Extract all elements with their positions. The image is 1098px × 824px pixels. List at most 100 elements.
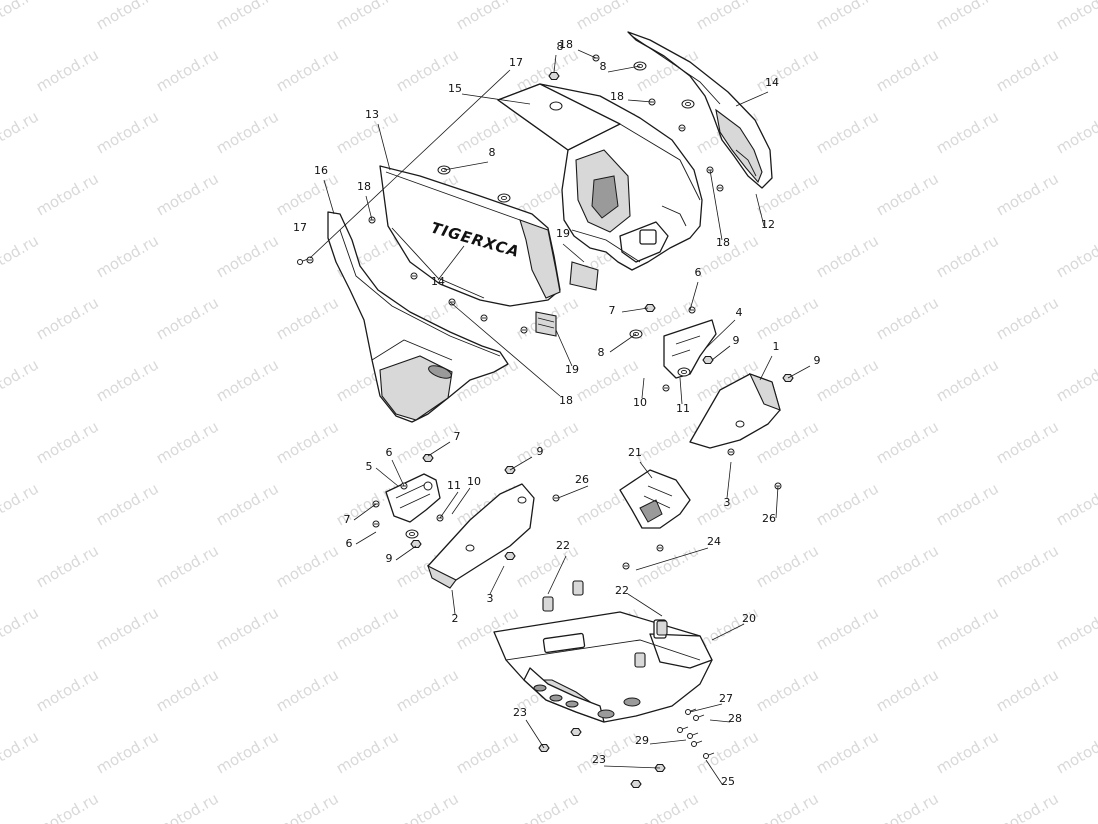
watermark-text: motod.ru (1053, 727, 1098, 777)
watermark-text: motod.ru (453, 107, 522, 157)
watermark-text: motod.ru (33, 541, 102, 591)
watermark-text: motod.ru (873, 665, 942, 715)
watermark-text: motod.ru (393, 665, 462, 715)
spacer-icon (656, 620, 668, 636)
watermark-text: motod.ru (33, 293, 102, 343)
callout-number: 9 (537, 445, 544, 458)
watermark-text: motod.ru (213, 231, 282, 281)
leader-line (557, 485, 589, 499)
leader-line (775, 485, 779, 519)
nut-icon (570, 727, 582, 737)
callout-number: 23 (592, 753, 606, 766)
watermark-text: motod.ru (513, 541, 582, 591)
callout-number: 19 (565, 363, 579, 376)
watermark-text: motod.ru (0, 231, 42, 281)
watermark-text: motod.ru (933, 355, 1002, 405)
watermark-text: motod.ru (693, 0, 762, 33)
leader-line (705, 319, 736, 349)
watermark-text: motod.ru (213, 107, 282, 157)
watermark-text: motod.ru (0, 0, 42, 33)
leader-line (603, 765, 661, 769)
watermark-text: motod.ru (333, 0, 402, 33)
watermark-text: motod.ru (993, 293, 1062, 343)
leader-line (391, 459, 405, 487)
watermark-text: motod.ru (273, 541, 342, 591)
watermark-text: motod.ru (933, 479, 1002, 529)
leader-line (437, 245, 465, 281)
washer-hole (681, 369, 687, 375)
clip-19-upper (569, 261, 599, 291)
leader-line (553, 54, 557, 73)
side-panel-left-upper: TIGERXCA (379, 165, 561, 307)
guard-1 (689, 373, 781, 449)
callout-number: 1 (773, 340, 780, 353)
leader-line (735, 91, 769, 107)
leader-line (395, 545, 417, 561)
leader-line (609, 333, 637, 353)
watermark-text: motod.ru (513, 789, 582, 824)
watermark-text: motod.ru (1053, 355, 1098, 405)
watermark-text: motod.ru (0, 355, 42, 405)
bracket-4 (663, 319, 717, 379)
leader-line (375, 467, 399, 487)
bolt-head (703, 753, 709, 759)
callout-number: 20 (742, 612, 756, 625)
callout-number: 3 (487, 592, 494, 605)
callout-number: 26 (762, 512, 776, 525)
callout-number: 16 (314, 164, 328, 177)
washer-hole (633, 331, 639, 337)
leader-line (679, 377, 683, 405)
watermark-text: motod.ru (0, 727, 42, 777)
washer-hole (637, 63, 643, 69)
watermark-text: motod.ru (693, 727, 762, 777)
nut-icon (504, 551, 516, 561)
bolt-head (687, 733, 693, 739)
callout-number: 14 (765, 76, 779, 89)
leader-line (711, 623, 745, 641)
bolt-head (677, 727, 683, 733)
watermark-text: motod.ru (333, 727, 402, 777)
nut-icon (702, 355, 714, 365)
callout-number: 4 (736, 306, 743, 319)
watermark-text: motod.ru (93, 479, 162, 529)
watermark-text: motod.ru (1053, 0, 1098, 33)
watermark-text: motod.ru (93, 603, 162, 653)
callout-number: 8 (489, 146, 496, 159)
callout-number: 18 (559, 394, 573, 407)
front-cowl (497, 83, 703, 271)
watermark-text: motod.ru (0, 479, 42, 529)
leader-line (443, 161, 489, 171)
watermark-text: motod.ru (0, 107, 42, 157)
watermark-text: motod.ru (753, 541, 822, 591)
callout-number: 28 (728, 712, 742, 725)
callout-number: 7 (609, 304, 616, 317)
leader-line (689, 281, 699, 311)
guard-2 (427, 483, 535, 589)
watermark-text: motod.ru (933, 727, 1002, 777)
watermark-text: motod.ru (873, 169, 942, 219)
watermark-text: motod.ru (213, 603, 282, 653)
leader-line (639, 461, 653, 479)
watermark-text: motod.ru (993, 45, 1062, 95)
watermark-text: motod.ru (273, 45, 342, 95)
leader-line (377, 123, 391, 171)
watermark-text: motod.ru (93, 355, 162, 405)
watermark-text: motod.ru (153, 417, 222, 467)
watermark-text: motod.ru (633, 541, 702, 591)
leader-line (627, 99, 653, 103)
leader-line (461, 93, 531, 105)
spacer-icon (634, 652, 646, 668)
watermark-text: motod.ru (93, 107, 162, 157)
watermark-text: motod.ru (333, 603, 402, 653)
watermark-text: motod.ru (873, 789, 942, 824)
leader-line (577, 49, 597, 59)
callout-number: 23 (513, 706, 527, 719)
watermark-text: motod.ru (93, 0, 162, 33)
watermark-text: motod.ru (153, 541, 222, 591)
spacer-icon (572, 580, 584, 596)
callout-number: 29 (635, 734, 649, 747)
watermark-text: motod.ru (753, 293, 822, 343)
callout-number: 18 (716, 236, 730, 249)
leader-line (607, 65, 641, 73)
